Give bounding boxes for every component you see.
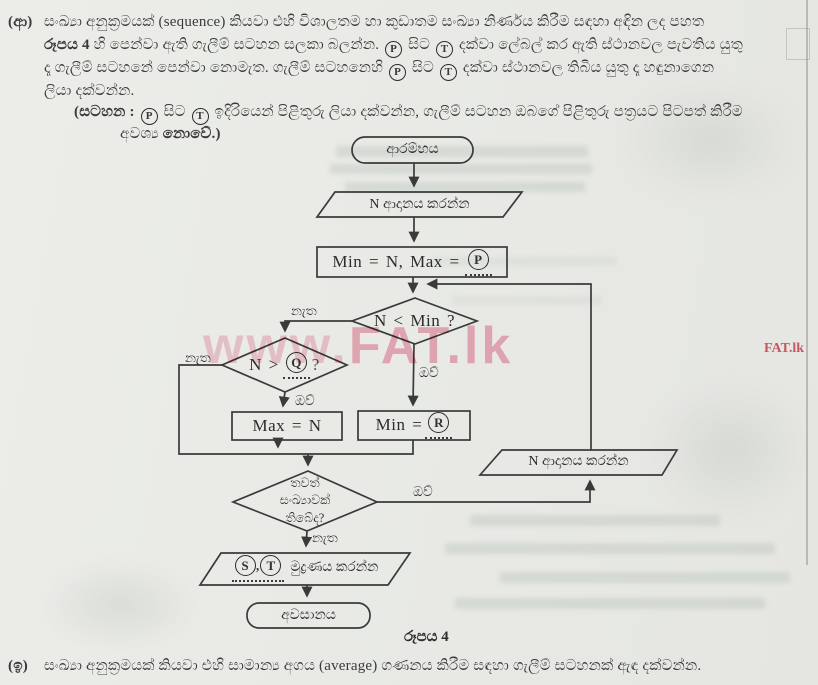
question-line-3-text-a: දෑ ගැලීම් සටහනේ පෙන්වා නොමැත. ගැලීම් සටහ… <box>44 60 384 76</box>
ghost-text-blot <box>432 257 617 266</box>
print-text: මුද්‍රණය කරන්න <box>290 560 379 575</box>
loop-back-connector <box>426 278 592 450</box>
placeholder-q-circle: Q <box>285 352 307 373</box>
init-process-label: Min = N, Max = P <box>317 246 507 277</box>
max-process-shape <box>231 411 343 441</box>
scan-edge-line <box>806 0 808 565</box>
ghost-text-blot <box>455 598 765 609</box>
decision1-yes-label: ඔව් <box>419 365 439 380</box>
ghost-text-blot <box>452 296 602 305</box>
decision3-line3: තිබේද? <box>285 510 325 525</box>
decision2-yes-connector <box>278 391 290 408</box>
placeholder-st-underline: S,T <box>231 554 285 582</box>
watermark-small: FAT.lk <box>764 341 805 356</box>
input-n-label: N ආදානය කරන්න <box>369 196 470 212</box>
note-line-2-bold: නොවේ.) <box>162 126 221 142</box>
decision3-line1: තවත් <box>290 475 320 490</box>
question-line-2: රූපය 4 හි පෙන්වා ඇති ගැලීම් සටහන සලකා බල… <box>44 35 743 58</box>
figure-caption: රූපය 4 <box>404 629 449 645</box>
input-parallelogram-shape <box>315 191 524 218</box>
note-line-2: අවශ්‍ය නොවේ.) <box>120 124 221 144</box>
decision1-diamond-shape <box>349 297 480 345</box>
ghost-text-blot <box>445 543 775 554</box>
decision2-no-connector <box>178 364 414 455</box>
label-t-circle: T <box>191 108 209 125</box>
decision1-no-connector <box>279 320 352 333</box>
placeholder-p-circle: P <box>467 248 489 270</box>
note-line-2-text: අවශ්‍ය <box>120 126 159 142</box>
print-label: S,T මුද්‍රණය කරන්න <box>200 552 410 584</box>
decision2-yes-label: ඔව් <box>295 393 315 408</box>
end-terminator-label: අවසානය <box>281 607 336 623</box>
max-assign-label: Max = N <box>252 416 322 435</box>
ghost-text-blot <box>330 164 592 174</box>
ghost-text-blot <box>345 182 585 192</box>
decision2-no-label: නැත <box>185 350 211 365</box>
print-parallelogram-shape <box>198 552 412 586</box>
ghost-text-blot <box>470 515 720 526</box>
ghost-text-blot <box>336 146 588 157</box>
decision1-no-label: නැත <box>291 303 317 318</box>
loop-input-parallelogram-shape <box>478 449 679 476</box>
question2-text: සංඛ්‍යා අනුක්‍රමයක් කියවා එහි සාමාන්‍ය අ… <box>44 658 702 674</box>
paper-blotch <box>620 80 800 200</box>
note-sita: සිට <box>163 104 186 120</box>
placeholder-t-circle: T <box>260 555 282 576</box>
decision3-yes-connector <box>377 479 596 503</box>
decision3-label: තවත් සංඛ්‍යාවක් තිබේද? <box>233 474 377 528</box>
question-line-2-sita: සිට <box>408 37 431 53</box>
question-line-3-text-c: දක්වා ස්ථානවල තිබිය යුතු දෑ හඳුනාගෙන <box>462 60 715 76</box>
decision3-yes-label: ඔව් <box>413 484 433 499</box>
ghost-box <box>786 28 810 60</box>
ghost-text-blot <box>500 572 790 583</box>
decision3-line2: සංඛ්‍යාවක් <box>279 493 331 508</box>
question-line-2-text-c: දක්වා ලේබල් කර ඇති ස්ථානවල පැවතිය යුතු <box>458 37 744 53</box>
placeholder-s-circle: S <box>234 555 256 576</box>
question-line-4: ලියා දක්වන්න. <box>44 83 135 99</box>
decision2-question-mark: ? <box>311 355 320 374</box>
decision1-label: N < Min ? <box>374 311 455 330</box>
part-label-i: (ඉ) <box>8 658 28 674</box>
paper-blotch <box>40 560 200 650</box>
min-assign-label: Min = R <box>358 410 470 440</box>
start-terminator-label: ආරම්භය <box>386 142 439 157</box>
print-separator: , <box>255 555 261 574</box>
part-label-aa: (ආ) <box>8 14 33 30</box>
figure-ref-bold: රූපය 4 <box>44 37 90 53</box>
label-p-circle: P <box>385 41 403 58</box>
placeholder-q-underline: Q <box>282 351 310 379</box>
note-line-1: (සටහන : P සිට T ඉදිරියෙන් පිළිතුරු ලියා … <box>74 102 743 125</box>
question-line-3-sita: සිට <box>412 60 434 76</box>
label-t-circle: T <box>439 64 457 81</box>
decision2-label: N > Q ? <box>222 340 347 390</box>
decision2-expression: N > <box>249 355 279 374</box>
note-label: (සටහන : <box>74 104 135 120</box>
placeholder-p-underline: P <box>464 248 492 276</box>
init-process-shape <box>316 246 508 278</box>
placeholder-r-underline: R <box>425 411 453 439</box>
init-expression: Min = N, Max = <box>332 251 460 271</box>
start-terminator-shape <box>351 136 474 164</box>
min-process-shape <box>357 410 471 441</box>
placeholder-r-circle: R <box>428 412 450 433</box>
decision1-yes-connector <box>407 343 419 407</box>
loop-input-n-label: N ආදානය කරන්න <box>528 454 629 469</box>
min-expression: Min = <box>375 415 423 434</box>
decision3-no-connector <box>301 530 313 548</box>
label-p-circle: P <box>389 64 407 81</box>
note-text-a: ඉදිරියෙන් පිළිතුරු ලියා දක්වන්න, ගැලීම් … <box>214 104 743 120</box>
decision3-no-label: නැත <box>312 530 338 545</box>
question-line-2-text-a: හි පෙන්වා ඇති ගැලීම් සටහන සලකා බලන්න. <box>93 37 380 53</box>
label-p-circle: P <box>140 108 158 125</box>
end-terminator-shape <box>246 602 371 629</box>
question-line-1: සංඛ්‍යා අනුක්‍රමයක් (sequence) කියවා එහි… <box>44 14 705 30</box>
label-t-circle: T <box>436 41 454 58</box>
question-line-3: දෑ ගැලීම් සටහනේ පෙන්වා නොමැත. ගැලීම් සටහ… <box>44 58 714 81</box>
